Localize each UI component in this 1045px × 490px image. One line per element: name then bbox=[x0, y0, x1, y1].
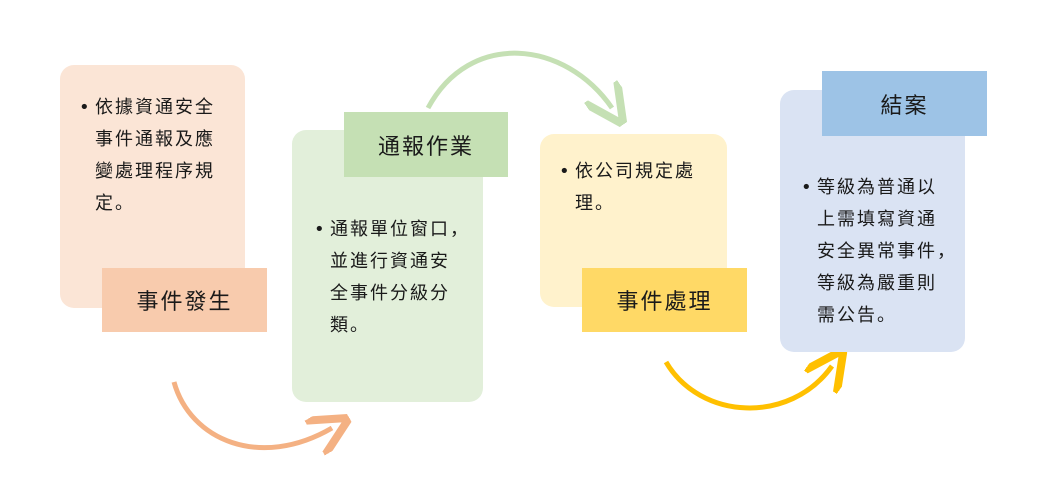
arrow-step1-to-step2 bbox=[171, 381, 332, 448]
step3-body: • 依公司規定處 理。 bbox=[559, 156, 720, 220]
step4-line: 等級為普通以 bbox=[817, 177, 937, 198]
step4-body: • 等級為普通以 上需填寫資通 安全異常事件， 等級為嚴重則 需公告。 bbox=[801, 172, 962, 332]
step1-card bbox=[60, 65, 245, 308]
bullet-icon: • bbox=[314, 219, 327, 240]
step3-title: 事件處理 bbox=[582, 268, 747, 332]
step4-title: 結案 bbox=[822, 71, 987, 136]
step1-line: 變處理程序規 bbox=[95, 161, 215, 182]
step4-line: 需公告。 bbox=[817, 305, 897, 326]
step1-title: 事件發生 bbox=[102, 268, 267, 332]
step4-line: 安全異常事件， bbox=[817, 241, 957, 262]
step2-line: 並進行資通安 bbox=[330, 251, 450, 272]
step2-line: 類。 bbox=[330, 315, 370, 336]
step2-line: 通報單位窗口， bbox=[330, 219, 470, 240]
step3-line: 依公司規定處 bbox=[575, 161, 695, 182]
arrow-step3-to-step4 bbox=[663, 362, 832, 411]
step2-body: • 通報單位窗口， 並進行資通安 全事件分級分 類。 bbox=[314, 214, 480, 342]
bullet-icon: • bbox=[801, 177, 814, 198]
step1-line: 依據資通安全 bbox=[95, 97, 215, 118]
bullet-icon: • bbox=[559, 161, 572, 182]
step2-title: 通報作業 bbox=[344, 112, 508, 177]
step1-line: 事件通報及應 bbox=[95, 129, 215, 150]
step3-line: 理。 bbox=[575, 193, 615, 214]
arrow-step2-to-step3 bbox=[425, 50, 612, 108]
bullet-icon: • bbox=[79, 97, 92, 118]
step4-line: 等級為嚴重則 bbox=[817, 273, 937, 294]
step4-line: 上需填寫資通 bbox=[817, 209, 937, 230]
step1-line: 定。 bbox=[95, 193, 135, 214]
step1-body: • 依據資通安全 事件通報及應 變處理程序規 定。 bbox=[79, 92, 235, 220]
step2-line: 全事件分級分 bbox=[330, 283, 450, 304]
